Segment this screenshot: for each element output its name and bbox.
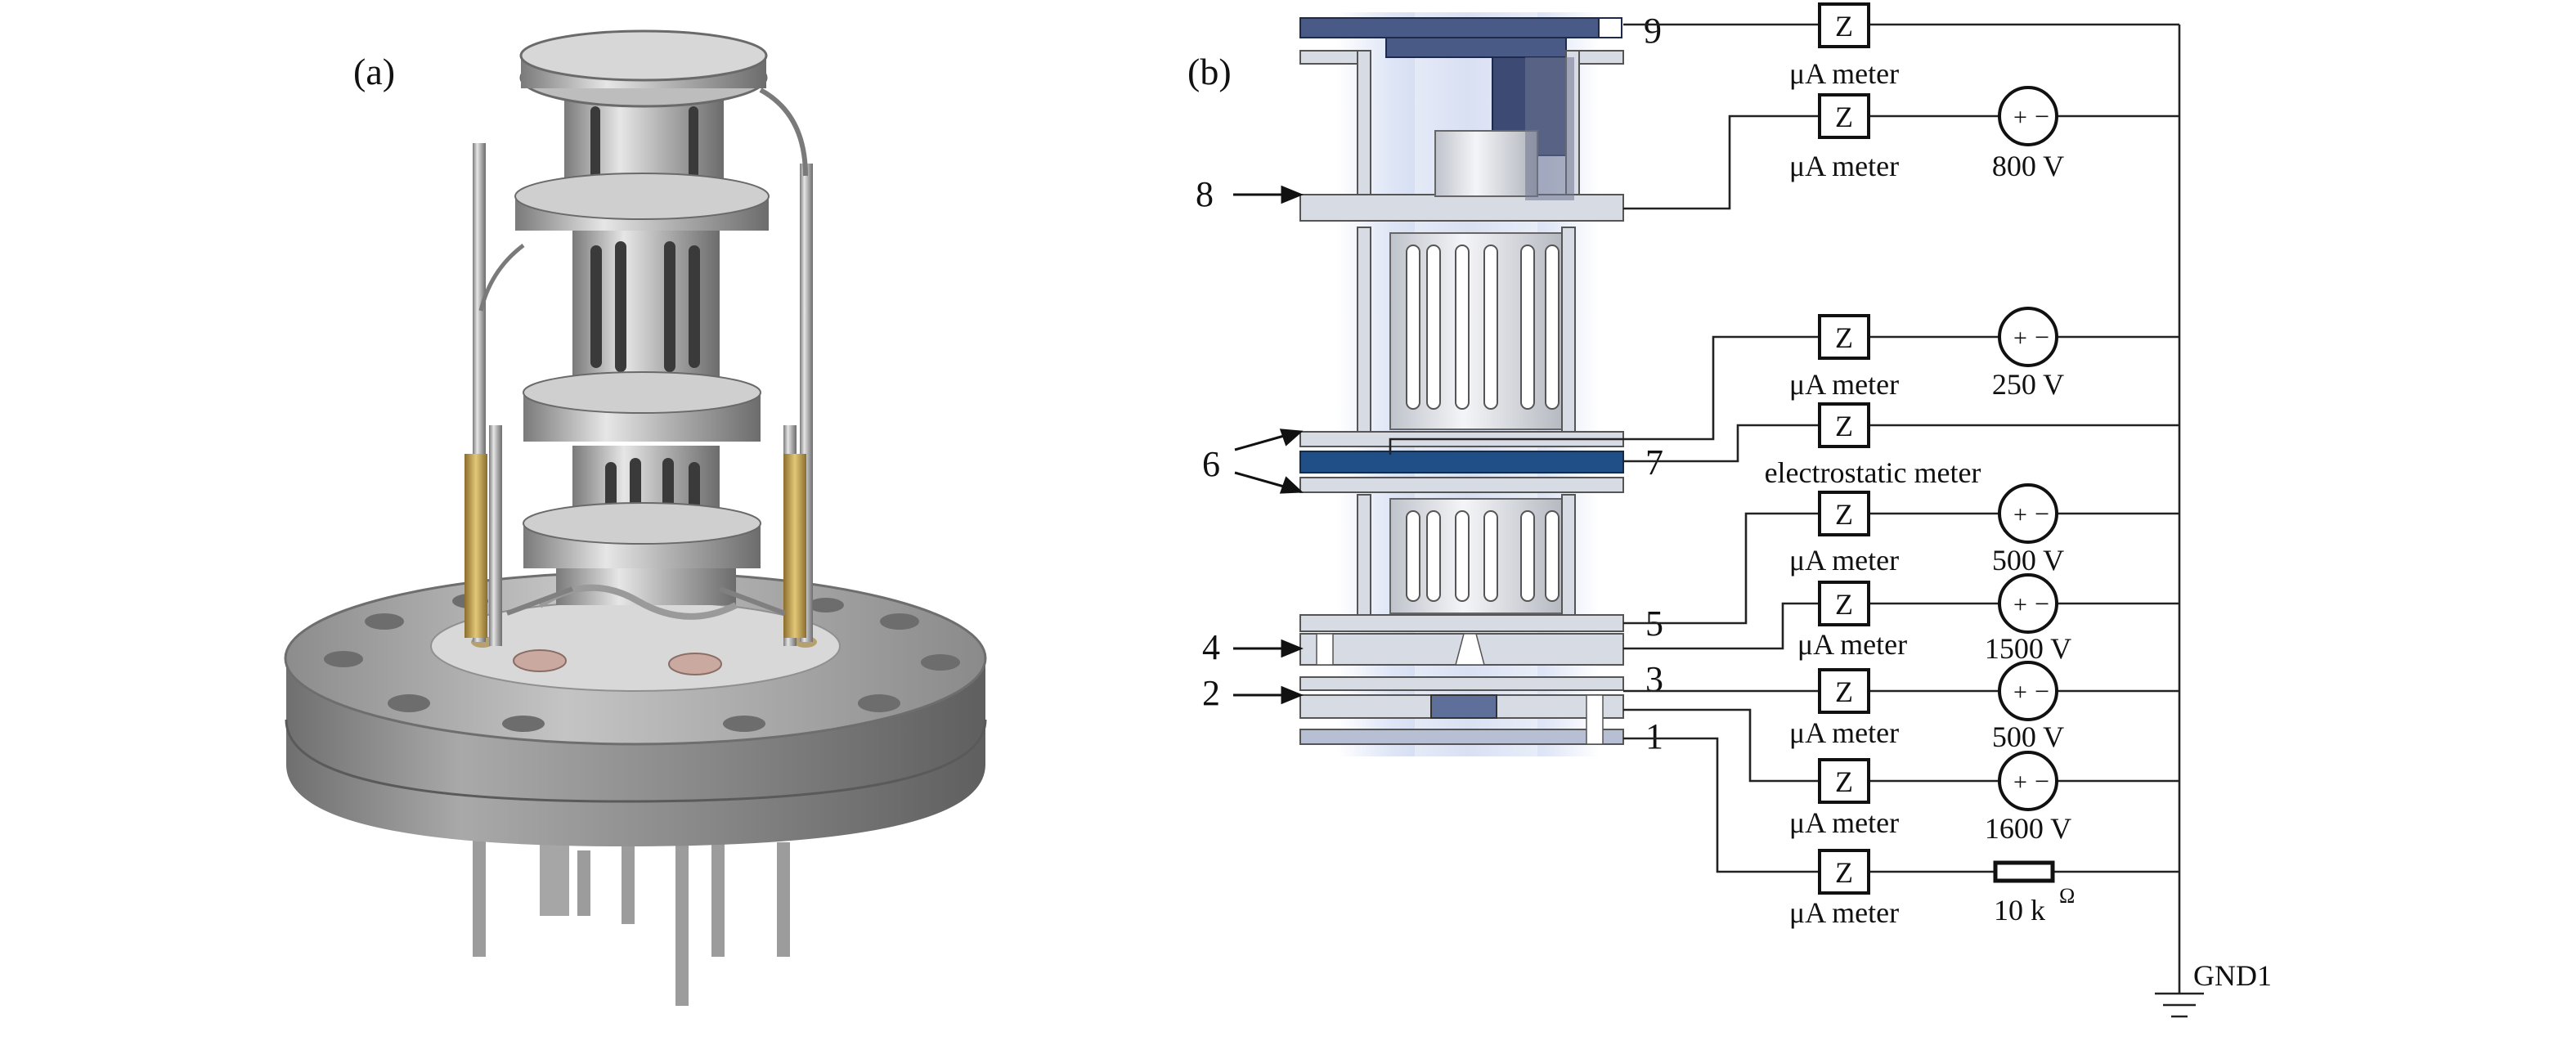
electrode-number-2: 2 — [1202, 673, 1220, 713]
electrode-number-3: 3 — [1645, 659, 1663, 699]
voltage-source-1600: +− 1600 V — [1985, 751, 2071, 845]
feedthrough-pins — [473, 818, 790, 1006]
z-symbol: Z — [1835, 321, 1853, 354]
electrode-number-1: 1 — [1645, 716, 1663, 756]
ground-label: GND1 — [2193, 959, 2272, 992]
source-voltage-label: 1600 V — [1985, 812, 2071, 845]
upper-grid-cylinder — [1357, 227, 1576, 434]
source-voltage-label: 500 V — [1992, 720, 2064, 753]
source-voltage-label: 250 V — [1992, 368, 2064, 401]
lower-grid-cylinder — [1357, 494, 1576, 618]
impedance-boxes: Z Z Z Z Z Z Z — [1818, 2, 1870, 895]
svg-text:+: + — [2013, 104, 2027, 131]
meter-label: μA meter — [1789, 716, 1899, 749]
z-symbol: Z — [1835, 675, 1853, 708]
source-voltage-label: 1500 V — [1985, 632, 2071, 665]
panel-a-label: (a) — [353, 51, 395, 92]
meter-label: μA meter — [1789, 368, 1899, 401]
detector-photo — [284, 29, 987, 1006]
z-symbol: Z — [1835, 765, 1853, 798]
z-symbol: Z — [1835, 856, 1853, 889]
electrode-number-7: 7 — [1645, 442, 1663, 482]
voltage-sources: +− 800 V +− 250 V +− 500 V +− 1500 V +− — [1985, 86, 2071, 845]
z-symbol: Z — [1835, 588, 1853, 621]
electrode-number-6: 6 — [1202, 444, 1220, 484]
source-voltage-label: 500 V — [1992, 544, 2064, 577]
meter-box-8: Z — [1818, 93, 1870, 139]
z-symbol: Z — [1835, 410, 1853, 442]
schematic: 9 7 5 3 1 8 6 4 2 — [1196, 2, 2272, 1018]
svg-text:−: − — [2035, 101, 2049, 131]
meter-box-1: Z — [1818, 849, 1870, 895]
voltage-source-500-b: +− 500 V — [1992, 661, 2064, 753]
voltage-source-800: +− 800 V — [1992, 86, 2064, 182]
electrode-number-4: 4 — [1202, 627, 1220, 667]
electrode-6-and-7 — [1299, 431, 1624, 493]
meter-label: μA meter — [1789, 544, 1899, 577]
svg-text:+: + — [2013, 325, 2027, 352]
meter-box-3: Z — [1818, 668, 1870, 714]
svg-text:−: − — [2035, 766, 2049, 796]
voltage-source-500-a: +− 500 V — [1992, 483, 2064, 577]
label-arrows — [1233, 185, 1304, 705]
circuit-wires — [1389, 23, 2204, 1018]
svg-text:−: − — [2035, 322, 2049, 352]
meter-box-7: Z — [1818, 402, 1870, 448]
voltage-source-1500: +− 1500 V — [1985, 573, 2071, 665]
meter-label: μA meter — [1789, 806, 1899, 839]
base-flange — [284, 571, 987, 846]
meter-box-5: Z — [1818, 491, 1870, 536]
meter-box-9: Z — [1818, 2, 1870, 48]
meter-label: μA meter — [1797, 628, 1907, 661]
svg-text:−: − — [2035, 589, 2049, 618]
svg-text:+: + — [2013, 501, 2027, 528]
meter-label: μA meter — [1789, 150, 1899, 182]
svg-text:+: + — [2013, 679, 2027, 706]
svg-text:+: + — [2013, 591, 2027, 618]
electrode-stack — [505, 29, 787, 620]
panel-b-label: (b) — [1187, 51, 1232, 92]
resistor-10k: 10 k Ω — [1993, 860, 2075, 927]
electrode-number-9: 9 — [1644, 11, 1662, 51]
svg-text:−: − — [2035, 499, 2049, 528]
z-symbol: Z — [1835, 498, 1853, 531]
z-symbol: Z — [1835, 10, 1853, 43]
meter-labels: μA meter μA meter μA meter electrostatic… — [1765, 57, 1981, 929]
source-voltage-label: 800 V — [1992, 150, 2064, 182]
electrode-number-8: 8 — [1196, 174, 1214, 214]
support-rods — [464, 143, 813, 646]
meter-box-4: Z — [1818, 581, 1870, 626]
meter-box-6: Z — [1818, 314, 1870, 360]
svg-text:−: − — [2035, 676, 2049, 706]
meter-label: μA meter — [1789, 57, 1899, 90]
meter-label: μA meter — [1789, 896, 1899, 929]
resistor-unit: Ω — [2059, 884, 2075, 908]
svg-text:+: + — [2013, 769, 2027, 796]
z-symbol: Z — [1835, 101, 1853, 133]
electrode-8 — [1299, 50, 1624, 222]
meter-box-2: Z — [1818, 758, 1870, 804]
connection-wires — [478, 88, 808, 312]
voltage-source-250: +− 250 V — [1992, 307, 2064, 401]
meter-label: electrostatic meter — [1765, 456, 1981, 489]
resistor-value: 10 k — [1994, 894, 2045, 927]
